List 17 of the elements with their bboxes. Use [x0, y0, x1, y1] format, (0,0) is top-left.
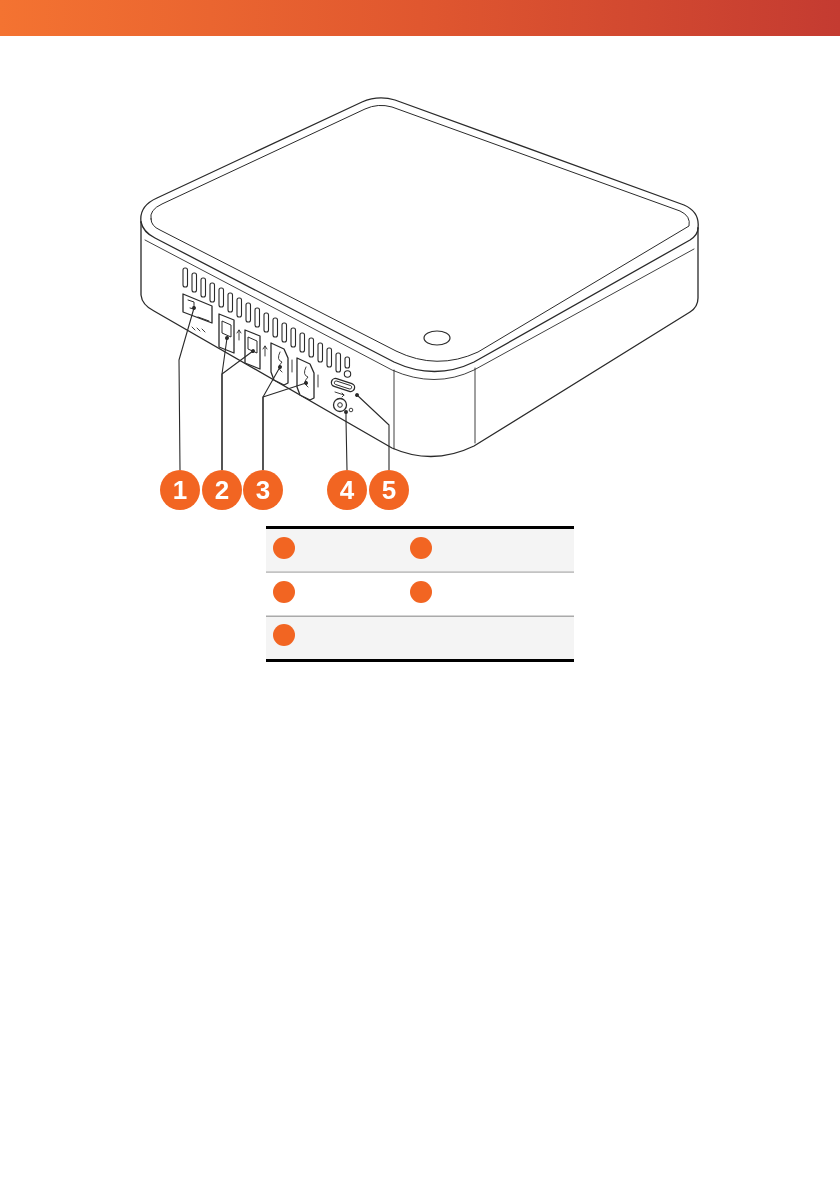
leader-line: [178, 306, 196, 471]
usb-port: [244, 329, 268, 370]
ethernet-port: [182, 293, 213, 333]
callout-number: 5: [369, 470, 409, 510]
callout-number: 3: [243, 470, 283, 510]
usb-port: [218, 313, 242, 354]
leader-line: [221, 349, 255, 471]
callout-number: 1: [160, 470, 200, 510]
leader-line: [344, 410, 348, 471]
dc-power-jack: [332, 397, 354, 413]
callout-number: 4: [327, 470, 367, 510]
hdmi-port: [296, 357, 319, 401]
leader-line: [262, 381, 308, 471]
callout-number: 2: [202, 470, 242, 510]
usb-c-port: [329, 376, 357, 398]
hdmi-port: [270, 342, 293, 386]
leader-line: [355, 393, 390, 471]
